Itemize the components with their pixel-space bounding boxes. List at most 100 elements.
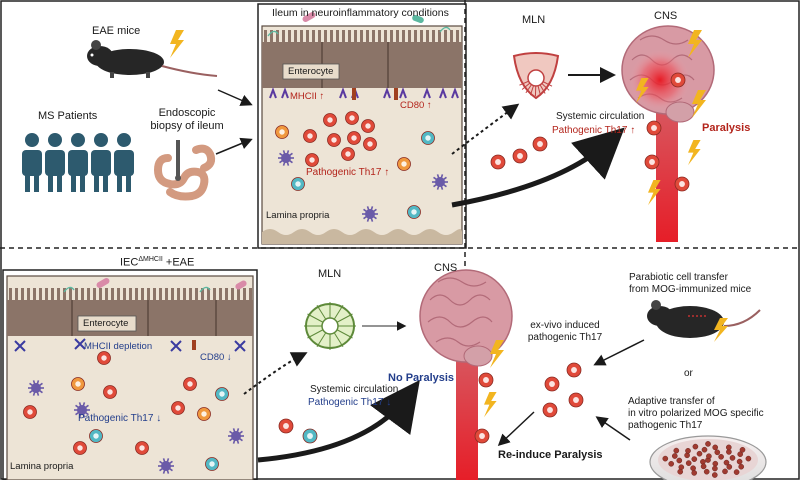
villus (282, 30, 285, 42)
dish-cell (668, 460, 675, 467)
teal-cell (421, 131, 435, 145)
dish-cell (712, 444, 719, 451)
villus (348, 30, 351, 42)
systemic-arrow-bottom (257, 379, 420, 463)
endoscopic-line-2: biopsy of ileum (150, 120, 224, 133)
cd80-label-top: CD80 ↑ (400, 100, 432, 111)
villus (225, 288, 228, 300)
th17-cell (103, 385, 117, 399)
villus (51, 288, 54, 300)
dish-cell (690, 465, 696, 472)
villus (195, 288, 198, 300)
mhcii-marker (399, 87, 407, 99)
th17-cell (23, 405, 37, 419)
th17-cell (644, 154, 660, 170)
lightning-icon (636, 78, 649, 104)
dish-cell (701, 446, 708, 453)
dendritic-cell (228, 428, 244, 444)
mhcii-depleted-mark (234, 340, 246, 352)
th17-cell (347, 131, 361, 145)
mln-label-top: MLN (522, 14, 546, 26)
parabiotic-label: Parabiotic cell transfer from MOG-immuni… (629, 272, 751, 296)
teal-cell (215, 387, 229, 401)
adaptive-line-1: Adaptive transfer of (628, 396, 715, 407)
dish-cell (712, 472, 718, 478)
mhcii-label: MHCII ↑ (290, 91, 325, 102)
th17-cell (490, 154, 506, 170)
th17-cell (97, 351, 111, 365)
dish-cell (706, 453, 712, 460)
dendritic-cell (74, 402, 90, 418)
th17-cell (542, 402, 558, 418)
villus (9, 288, 12, 300)
villus (366, 30, 369, 42)
th17-cell (345, 111, 359, 125)
th17-cell (674, 176, 690, 192)
villus (57, 288, 60, 300)
lamina-propria-label-top: Lamina propria (266, 210, 330, 221)
no-paralysis-label: No Paralysis (388, 372, 455, 384)
lamina-propria-label-bottom: Lamina propria (10, 461, 74, 472)
iec-suffix: +EAE (162, 256, 195, 269)
villus (294, 30, 297, 42)
villus (141, 288, 144, 300)
th17-cell (474, 428, 490, 444)
iec-sup: ΔMHCII (138, 256, 163, 263)
dotted-arrow-bottom (243, 352, 308, 395)
teal-cell (205, 457, 219, 471)
mhcii-marker (339, 87, 347, 99)
villus (105, 288, 108, 300)
patient-figure (45, 133, 65, 192)
dish-cell (696, 450, 703, 457)
villus (300, 30, 303, 42)
villus (75, 288, 78, 300)
petri-dish (649, 435, 767, 480)
endoscopic-line-1: Endoscopic (158, 107, 216, 119)
villus (360, 30, 363, 42)
th17-cell (341, 147, 355, 161)
reinduce-paralysis-label: Re-induce Paralysis (498, 449, 603, 461)
exvivo-line-1: ex-vivo induced (530, 320, 600, 331)
dish-cell (739, 446, 746, 453)
orange-cell (71, 377, 85, 391)
villus (432, 30, 435, 42)
th17-cell (566, 362, 582, 378)
dish-cell (737, 451, 744, 458)
dish-cell (726, 444, 732, 451)
villus (426, 30, 429, 42)
mhcii-marker (269, 87, 277, 99)
arrow-parabiotic (593, 339, 645, 366)
arrow-adaptive (595, 416, 631, 441)
cd80-label-bottom: CD80 ↓ (200, 352, 232, 363)
villus (33, 288, 36, 300)
teal-cell (302, 428, 318, 444)
endoscopic-biopsy-label: Endoscopic biopsy of ileum (142, 107, 232, 133)
teal-cell (407, 205, 421, 219)
th17-label-bottom: Pathogenic Th17 ↓ (78, 413, 162, 424)
dish-cell (705, 441, 711, 447)
villus (183, 288, 186, 300)
dish-cell (685, 447, 691, 454)
lightning-icon (648, 180, 661, 206)
dish-cell (712, 460, 719, 467)
exvivo-line-2: pathogenic Th17 (527, 332, 603, 343)
mhcii-marker (423, 87, 431, 99)
villus (171, 288, 174, 300)
patient-figure (22, 133, 42, 192)
villus (318, 30, 321, 42)
th17-cell (478, 372, 494, 388)
arrow-biopsy-to-ileum (215, 137, 253, 155)
or-label: or (684, 368, 693, 379)
villus (39, 288, 42, 300)
parabiotic-line-1: Parabiotic cell transfer (629, 272, 728, 283)
dish-cell (676, 457, 683, 464)
mhcii-marker (439, 87, 447, 99)
dish-cell (729, 455, 736, 461)
villus (249, 288, 252, 300)
villus (213, 288, 216, 300)
parabiotic-line-2: from MOG-immunized mice (629, 284, 752, 295)
mhcii-marker (383, 87, 391, 99)
villus (207, 288, 210, 300)
patient-figure (68, 133, 88, 192)
